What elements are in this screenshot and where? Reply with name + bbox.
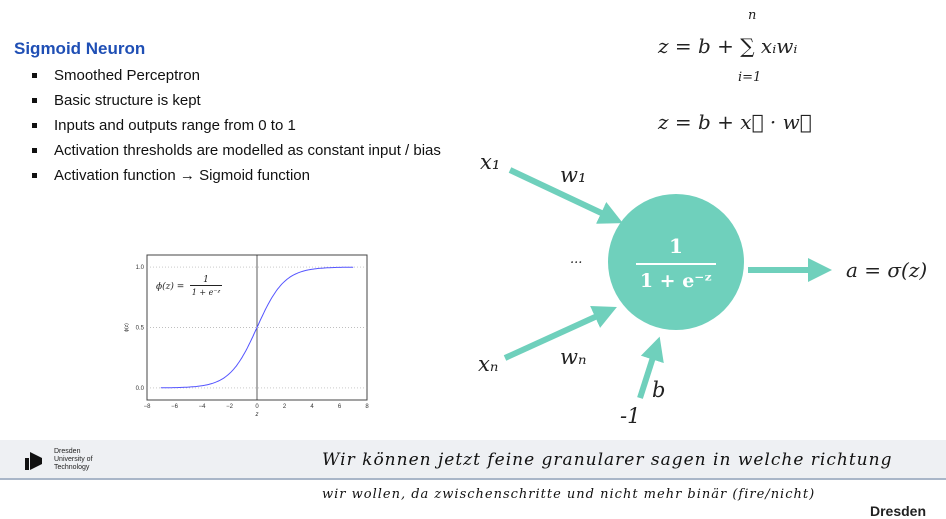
input-arrow-n bbox=[503, 306, 617, 361]
output-label: a = σ(z) bbox=[846, 258, 928, 282]
x-tick-label: 4 bbox=[310, 404, 314, 410]
bias-input: -1 bbox=[620, 404, 641, 428]
neuron-diagram bbox=[503, 167, 832, 399]
bullet-item: Basic structure is kept bbox=[30, 91, 470, 110]
neuron-node bbox=[608, 194, 744, 330]
input-arrow-1 bbox=[508, 167, 623, 224]
y-tick-label: 0.5 bbox=[136, 326, 145, 332]
sigmoid-line bbox=[160, 266, 354, 389]
university-logo-icon bbox=[25, 452, 42, 470]
bias-arrow bbox=[637, 336, 664, 399]
logo-line: Dresden bbox=[54, 448, 81, 455]
logo-line: University of bbox=[54, 456, 93, 463]
corner-logo-text: Dresden bbox=[870, 503, 927, 519]
y-tick-label: 1.0 bbox=[136, 265, 145, 271]
logo-line: Technology bbox=[54, 464, 90, 471]
vector-formula: z = b + x⃗ · w⃗ bbox=[658, 110, 812, 134]
chart-formula-lhs: ϕ(z) = bbox=[156, 282, 185, 292]
y-axis-label: ϕ(z) bbox=[124, 323, 130, 332]
x-tick-label: 2 bbox=[283, 404, 287, 410]
bullet-item: Inputs and outputs range from 0 to 1 bbox=[30, 116, 470, 135]
bullet-item: Activation function → Sigmoid function bbox=[30, 166, 470, 185]
sum-lower: i=1 bbox=[738, 70, 762, 85]
x-axis-label: z bbox=[255, 412, 259, 418]
y-tick-label: 0.0 bbox=[136, 386, 145, 392]
input-x1: x₁ bbox=[480, 150, 501, 174]
bias-b: b bbox=[652, 378, 666, 402]
ellipsis: ... bbox=[570, 252, 583, 267]
weight-wn: wₙ bbox=[560, 345, 587, 369]
bullet-list: Smoothed Perceptron Basic structure is k… bbox=[30, 66, 470, 191]
x-tick-label: −6 bbox=[171, 404, 179, 410]
neuron-denominator: 1 + e⁻ᶻ bbox=[639, 270, 713, 292]
bullet-item: Smoothed Perceptron bbox=[30, 66, 470, 85]
weight-w1: w₁ bbox=[560, 163, 587, 187]
slide-title: Sigmoid Neuron bbox=[14, 39, 146, 58]
x-tick-label: −2 bbox=[226, 404, 234, 410]
sigmoid-chart: 0.0 0.5 1.0 −8 −6 −4 −2 0 2 4 6 8 z ϕ(z) bbox=[124, 254, 369, 418]
sum-formula: z = b + ∑ xᵢwᵢ bbox=[658, 34, 798, 58]
handwritten-note-line1: Wir können jetzt feine granularer sagen … bbox=[322, 450, 893, 470]
x-tick-label: 8 bbox=[365, 404, 369, 410]
chart-formula-num: 1 bbox=[190, 275, 222, 286]
university-name: Dresden University of Technology bbox=[54, 448, 93, 472]
x-tick-label: 6 bbox=[338, 404, 342, 410]
sum-upper: n bbox=[748, 8, 757, 23]
x-tick-label: −4 bbox=[199, 404, 207, 410]
handwritten-note-line2: wir wollen, da zwischenschritte und nich… bbox=[322, 487, 816, 502]
input-xn: xₙ bbox=[478, 352, 499, 376]
footer-bar: Dresden University of Technology Wir kön… bbox=[0, 440, 946, 480]
bullet-item: Activation thresholds are modelled as co… bbox=[30, 141, 470, 160]
x-tick-label: −8 bbox=[144, 404, 152, 410]
neuron-numerator: 1 bbox=[669, 234, 683, 258]
x-tick-label: 0 bbox=[255, 404, 259, 410]
chart-formula-den: 1 + e⁻ᶻ bbox=[191, 288, 221, 297]
